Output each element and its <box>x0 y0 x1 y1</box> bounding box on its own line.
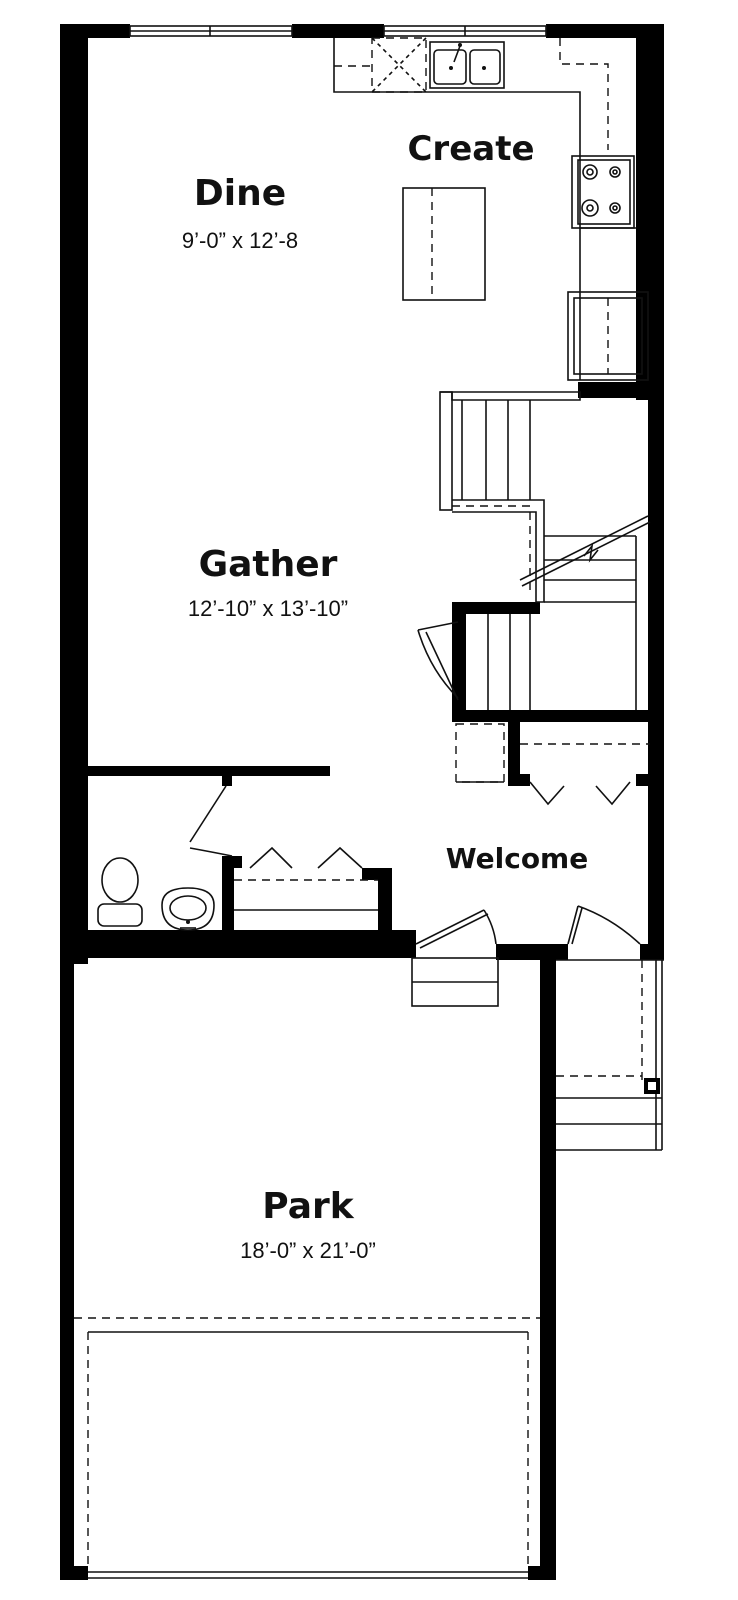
refrigerator <box>567 291 649 381</box>
room-dims-dine: 9’-0” x 12’-8 <box>182 228 298 253</box>
stove <box>571 155 635 229</box>
room-dims-park: 18’-0” x 21’-0” <box>240 1238 376 1263</box>
kitchen-sink <box>429 41 505 89</box>
room-dims-gather: 12’-10” x 13’-10” <box>188 596 348 621</box>
room-name-welcome: Welcome <box>446 842 588 875</box>
room-name-create: Create <box>407 129 534 169</box>
windows <box>129 25 547 37</box>
front-porch <box>556 959 664 1151</box>
walls <box>60 24 664 1580</box>
kitchen-island <box>402 187 486 301</box>
kitchen <box>333 37 649 381</box>
room-name-dine: Dine <box>194 173 286 214</box>
entry-closet <box>234 846 378 911</box>
powder-room <box>97 776 233 931</box>
bathroom-sink <box>161 887 215 931</box>
staircase <box>417 391 651 710</box>
entry-doors <box>411 905 641 1007</box>
stair-closet <box>455 723 650 806</box>
toilet <box>97 857 143 927</box>
room-name-gather: Gather <box>199 544 338 585</box>
garage <box>74 1317 540 1579</box>
room-labels: Create Dine 9’-0” x 12’-8 Gather 12’-10”… <box>182 129 588 1263</box>
room-name-park: Park <box>262 1186 354 1227</box>
dishwasher <box>371 37 427 93</box>
